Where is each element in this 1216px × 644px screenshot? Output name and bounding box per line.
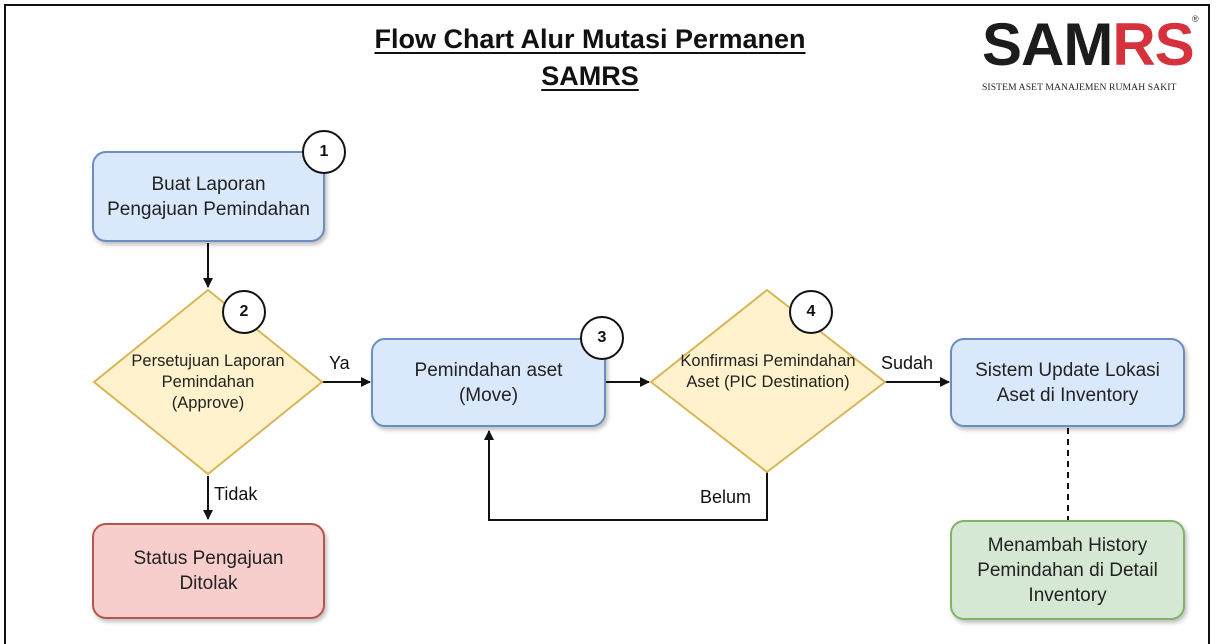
edge-label-belum: Belum xyxy=(700,487,752,507)
process-pemindahan-aset: Pemindahan aset (Move) xyxy=(371,338,606,427)
logo-tagline: SISTEM ASET MANAJEMEN RUMAH SAKIT xyxy=(982,82,1177,93)
connector-layer xyxy=(92,243,1069,521)
step-number-1: 1 xyxy=(302,130,346,174)
registered-mark: ® xyxy=(1192,14,1199,24)
logo-wordmark: SAMRS xyxy=(982,11,1195,78)
decision-konfirmasi-label: Konfirmasi Pemindahan Aset (PIC Destinat… xyxy=(680,352,856,391)
edge-label-tidak: Tidak xyxy=(214,484,258,504)
edge-label-ya: Ya xyxy=(329,353,350,373)
process-menambah-history: Menambah History Pemindahan di Detail In… xyxy=(950,520,1185,620)
decision-konfirmasi-shape xyxy=(649,288,887,474)
diagram-frame xyxy=(4,4,1210,644)
edge-label-sudah: Sudah xyxy=(881,353,934,373)
process-sistem-update: Sistem Update Lokasi Aset di Inventory xyxy=(950,338,1185,427)
step-number-2: 2 xyxy=(222,290,266,334)
process-buat-laporan: Buat Laporan Pengajuan Pemindahan xyxy=(92,151,325,242)
chart-title: Flow Chart Alur Mutasi Permanen xyxy=(374,24,806,54)
decision-persetujuan-label: Persetujuan Laporan Pemindahan (Approve) xyxy=(131,352,285,412)
terminal-status-ditolak: Status Pengajuan Ditolak xyxy=(92,523,325,619)
decision-persetujuan-shape xyxy=(92,288,324,476)
step-number-3: 3 xyxy=(580,316,624,360)
step-number-4: 4 xyxy=(789,290,833,334)
samrs-logo: SAMRS ® SISTEM ASET MANAJEMEN RUMAH SAKI… xyxy=(978,11,1200,94)
chart-subtitle: SAMRS xyxy=(541,61,639,91)
arrow-belum-loop xyxy=(484,430,768,521)
